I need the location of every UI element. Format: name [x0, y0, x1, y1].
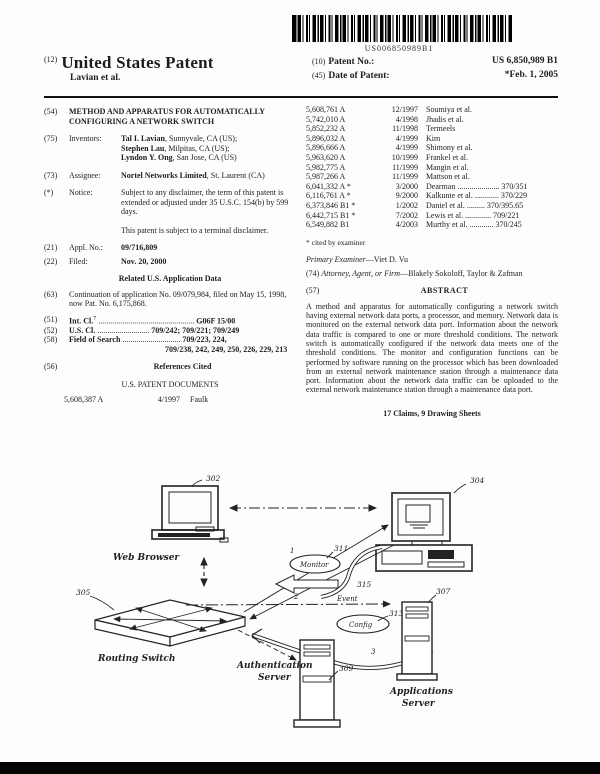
barcode-number: US006850989B1	[364, 44, 434, 53]
references-cited-heading: References Cited	[153, 362, 212, 372]
reference-row: 5,608,387 A 4/1997 Faulk	[64, 395, 209, 405]
field-code-56: (56)	[44, 362, 58, 372]
cited-by-examiner-note: * cited by examiner	[306, 237, 366, 247]
header-divider	[44, 96, 558, 98]
int-cl-line: Int. Cl.7 ..............................…	[69, 315, 236, 326]
ref-315: 315	[357, 580, 372, 589]
filed-value: Nov. 20, 2000	[121, 256, 167, 266]
auth-server-label-line1: Authentication	[236, 661, 313, 671]
attorney-line: (74) Attorney, Agent, or Firm—Blakely So…	[306, 268, 523, 278]
flow-left-open-arrow	[274, 574, 339, 594]
field-code-notice: (*)	[44, 188, 54, 197]
us-cl-line: U.S. Cl. .......................... 709/…	[69, 325, 240, 335]
ref-307: 307	[436, 587, 451, 596]
figure-drawing: 302 Web Browser 304 1	[40, 468, 560, 763]
filed-label: Filed:	[69, 256, 88, 266]
web-browser-computer-icon	[151, 479, 229, 543]
switch-to-config-arrow	[185, 600, 391, 608]
us-patent-documents-heading: U.S. PATENT DOCUMENTS	[121, 379, 219, 389]
date-code: (45)	[312, 71, 326, 80]
scan-edge-bar	[0, 762, 600, 774]
config-function-oval	[336, 614, 390, 634]
abstract-text: A method and apparatus for automatically…	[306, 301, 558, 395]
monitor-oval-label: Monitor	[299, 561, 329, 569]
network-diagram: 302 Web Browser 304 1	[76, 474, 485, 728]
inventors-label: Inventors:	[69, 134, 102, 143]
field-code-22: (22)	[44, 256, 58, 266]
date-label: Date of Patent:	[328, 71, 390, 81]
inventors-list: Tal I. Lavian, Sunnyvale, CA (US);Stephe…	[121, 134, 238, 162]
flow-number-3: 3	[371, 648, 376, 656]
patent-no-code: (10)	[312, 57, 326, 66]
apps-server-label-line1: Applications	[389, 687, 453, 697]
date-value: *Feb. 1, 2005	[504, 70, 558, 80]
primary-examiner-line: Primary Examiner—Viet D. Vu	[306, 255, 408, 265]
authentication-server-icon	[293, 639, 341, 728]
abstract-code: (57)	[306, 286, 320, 296]
page-title: United States Patent	[61, 53, 214, 72]
doc-code: (12)	[44, 55, 58, 64]
inventor-short-name: Lavian et al.	[70, 73, 121, 83]
monitor-function-oval	[289, 554, 341, 574]
field-code-75: (75)	[44, 134, 58, 143]
field-code-21: (21)	[44, 243, 58, 252]
patent-no-label: Patent No.:	[328, 57, 375, 67]
field-code-52: (52)	[44, 325, 58, 335]
claims-line: 17 Claims, 9 Drawing Sheets	[383, 408, 481, 418]
assignee-value: Nortel Networks Limited, St. Laurent (CA…	[121, 170, 265, 180]
ref-313: 313	[389, 609, 404, 618]
field-code-58: (58)	[44, 335, 58, 345]
field-code-54: (54)	[44, 107, 58, 116]
notice-label: Notice:	[69, 188, 93, 197]
ref-302: 302	[206, 474, 221, 483]
routing-switch-icon	[89, 595, 246, 647]
auth-server-label-line2: Server	[258, 673, 292, 683]
left-column: (54) METHOD AND APPARATUS FOR AUTOMATICA…	[44, 107, 296, 405]
apps-server-label-line2: Server	[402, 699, 436, 709]
ref-309: 309	[339, 664, 354, 673]
field-code-73: (73)	[44, 170, 58, 180]
management-station-icon	[375, 483, 473, 572]
applications-server-icon	[396, 594, 438, 681]
switch-to-auth-arrow	[237, 629, 297, 661]
appl-no-value: 09/716,809	[121, 243, 158, 252]
assignee-label: Assignee:	[69, 170, 101, 180]
web-browser-label: Web Browser	[113, 553, 180, 563]
field-of-search-line: Field of Search ........................…	[69, 335, 288, 354]
field-code-51: (51)	[44, 314, 58, 324]
ref-305: 305	[76, 588, 91, 597]
event-pipe	[320, 544, 383, 600]
invention-title: METHOD AND APPARATUS FOR AUTOMATICALLY C…	[69, 107, 265, 126]
appl-no-label: Appl. No.:	[69, 243, 103, 252]
flow-number-2: 2	[293, 593, 299, 601]
continuation-text: Continuation of application No. 09/079,9…	[69, 289, 287, 309]
related-data-heading: Related U.S. Application Data	[118, 274, 222, 283]
barcode	[292, 15, 512, 42]
config-oval-label: Config	[349, 621, 373, 629]
ref-311: 311	[334, 544, 348, 553]
event-label: Event	[336, 595, 358, 603]
patent-no-value: US 6,850,989 B1	[492, 56, 558, 66]
ref-304: 304	[470, 476, 485, 485]
field-code-63: (63)	[44, 289, 58, 299]
routing-switch-label: Routing Switch	[97, 654, 175, 664]
flow-number-1: 1	[290, 547, 294, 555]
abstract-heading: ABSTRACT	[420, 286, 469, 296]
notice-text: Subject to any disclaimer, the term of t…	[121, 188, 289, 235]
